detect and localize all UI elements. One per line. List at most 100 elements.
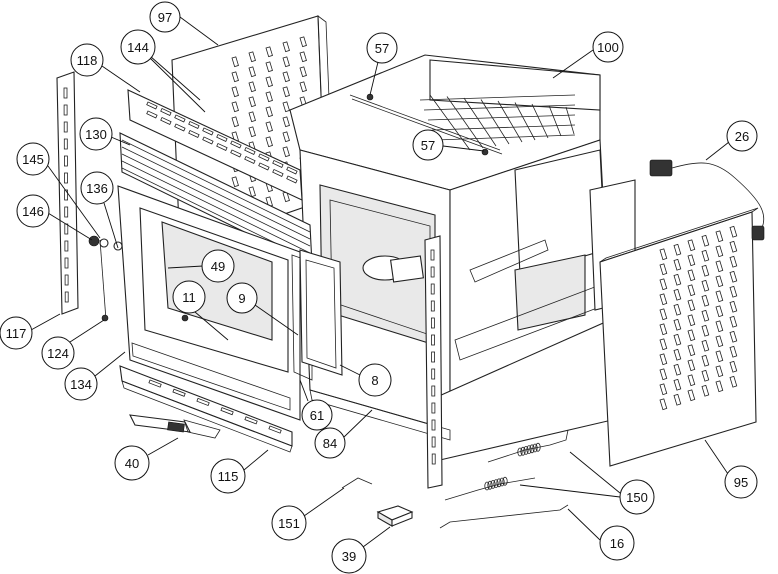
callout-40: 40 bbox=[114, 437, 179, 481]
leader-line bbox=[167, 265, 204, 269]
callout-circle bbox=[79, 117, 113, 151]
leader-line bbox=[705, 141, 730, 161]
leader-line bbox=[47, 165, 101, 239]
callout-label: 39 bbox=[342, 549, 356, 564]
callout-134: 134 bbox=[64, 351, 126, 401]
callout-label: 151 bbox=[278, 516, 300, 531]
callout-label: 115 bbox=[218, 469, 239, 484]
callout-label: 130 bbox=[85, 127, 107, 142]
leader-line bbox=[30, 313, 61, 331]
callout-label: 100 bbox=[597, 40, 619, 55]
callout-label: 84 bbox=[323, 436, 337, 451]
callout-circle bbox=[271, 505, 307, 541]
glass-panel-part bbox=[291, 249, 343, 381]
callout-circle bbox=[120, 29, 156, 65]
callout-label: 95 bbox=[734, 475, 748, 490]
front-door-frame-part bbox=[117, 185, 301, 421]
rod-part bbox=[439, 504, 569, 529]
leader-line bbox=[243, 449, 269, 471]
main-body-part bbox=[289, 54, 636, 461]
leader-line bbox=[179, 16, 219, 46]
callout-circle bbox=[172, 280, 206, 314]
top-grill-part bbox=[127, 89, 303, 201]
callout-label: 9 bbox=[238, 291, 245, 306]
callout-circle bbox=[301, 399, 333, 431]
leader-line bbox=[147, 437, 179, 456]
leader-line bbox=[94, 351, 126, 377]
callout-circle bbox=[412, 129, 444, 161]
callout-label: 118 bbox=[77, 53, 98, 68]
callout-circle bbox=[41, 336, 75, 370]
leader-line bbox=[47, 212, 93, 241]
small-box-part bbox=[376, 505, 414, 527]
callout-label: 57 bbox=[375, 41, 389, 56]
callout-label: 61 bbox=[310, 408, 324, 423]
right-side-panel-part bbox=[599, 207, 759, 467]
callout-57b: 57 bbox=[412, 129, 485, 161]
callout-circle bbox=[366, 32, 398, 64]
callout-label: 145 bbox=[22, 152, 44, 167]
callout-84: 84 bbox=[314, 409, 373, 459]
leader-line bbox=[567, 508, 601, 541]
callout-circle bbox=[210, 458, 246, 494]
callout-circle bbox=[16, 142, 50, 176]
callout-label: 11 bbox=[182, 290, 196, 305]
callout-115: 115 bbox=[210, 449, 269, 494]
callout-circle bbox=[599, 525, 635, 561]
callout-circle bbox=[64, 367, 98, 401]
callout-circle bbox=[149, 1, 181, 33]
leader-line bbox=[299, 379, 309, 402]
callout-circle bbox=[16, 194, 50, 228]
handle-rod-part bbox=[99, 239, 109, 322]
leader-line bbox=[69, 319, 105, 343]
callout-label: 144 bbox=[127, 40, 149, 55]
callout-circle bbox=[592, 31, 624, 63]
bracket-part bbox=[341, 477, 373, 489]
callout-117: 117 bbox=[0, 313, 61, 350]
callout-118: 118 bbox=[70, 43, 141, 93]
callout-146: 146 bbox=[16, 194, 93, 241]
callout-label: 49 bbox=[211, 259, 225, 274]
callout-26: 26 bbox=[705, 120, 758, 161]
ash-tool-part bbox=[129, 414, 221, 439]
callout-label: 8 bbox=[371, 373, 378, 388]
callout-circle bbox=[358, 363, 392, 397]
callout-circle bbox=[726, 120, 758, 152]
callout-130: 130 bbox=[79, 117, 131, 151]
callout-136: 136 bbox=[80, 171, 119, 249]
callout-8: 8 bbox=[339, 363, 392, 397]
knob-part bbox=[88, 235, 123, 251]
callout-circle bbox=[80, 171, 114, 205]
callout-circle bbox=[724, 465, 758, 499]
callout-label: 16 bbox=[610, 536, 624, 551]
leader-line bbox=[254, 304, 299, 336]
callout-95: 95 bbox=[704, 439, 758, 499]
callout-97: 97 bbox=[149, 1, 219, 46]
leader-line bbox=[704, 439, 729, 475]
callout-9: 9 bbox=[226, 282, 299, 336]
leader-line bbox=[339, 364, 361, 376]
leader-line bbox=[303, 487, 345, 517]
leader-line bbox=[362, 526, 391, 548]
leader-line bbox=[103, 202, 119, 249]
callout-label: 57 bbox=[421, 138, 435, 153]
callout-label: 134 bbox=[70, 377, 92, 392]
callout-151: 151 bbox=[271, 487, 345, 541]
callout-circle bbox=[331, 538, 367, 574]
leader-line bbox=[569, 451, 621, 494]
callout-label: 150 bbox=[626, 490, 648, 505]
leader-line bbox=[149, 57, 206, 113]
leader-line bbox=[442, 145, 485, 152]
leader-line bbox=[110, 136, 131, 146]
leader-line bbox=[101, 65, 141, 93]
callout-150: 150 bbox=[519, 451, 655, 515]
callout-label: 97 bbox=[158, 10, 172, 25]
callout-100: 100 bbox=[552, 31, 624, 79]
callout-145: 145 bbox=[16, 142, 101, 239]
callout-57a: 57 bbox=[366, 32, 398, 96]
callout-label: 26 bbox=[735, 129, 749, 144]
callout-61: 61 bbox=[299, 379, 333, 431]
callout-label: 117 bbox=[6, 326, 27, 341]
